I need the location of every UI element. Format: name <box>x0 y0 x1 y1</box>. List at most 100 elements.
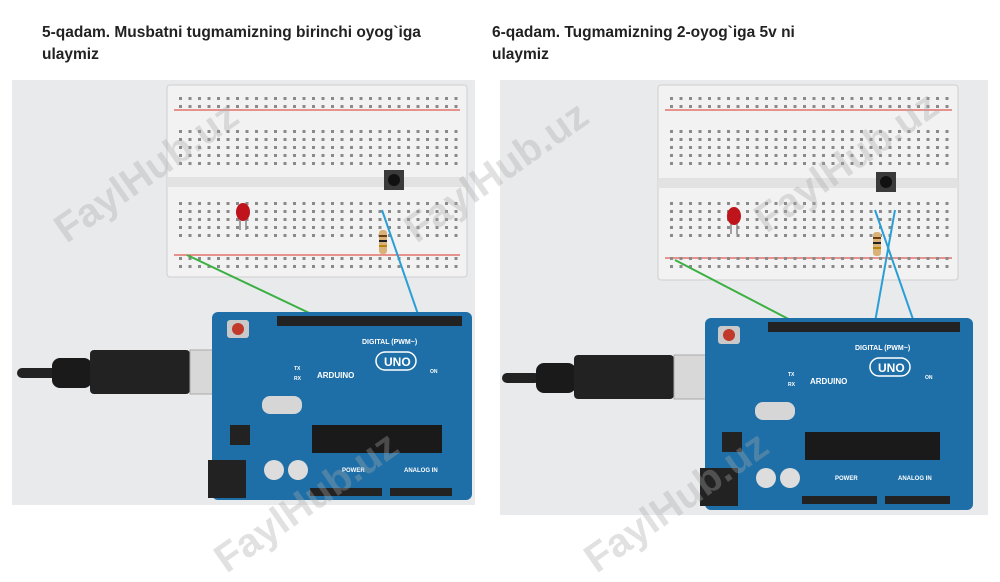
breadboard-hole <box>765 97 768 100</box>
breadboard-hole <box>321 154 325 157</box>
breadboard-hole <box>765 162 768 165</box>
breadboard-hole <box>378 154 382 157</box>
breadboard-hole <box>369 257 372 260</box>
breadboard-hole <box>774 130 778 133</box>
breadboard-hole <box>708 218 711 221</box>
breadboard-hole <box>907 154 911 157</box>
breadboard-hole <box>717 97 721 100</box>
breadboard-hole <box>822 130 825 133</box>
breadboard-hole <box>774 97 778 100</box>
breadboard-hole <box>898 162 901 165</box>
breadboard-hole <box>416 97 420 100</box>
breadboard-hole <box>435 105 439 108</box>
breadboard-hole <box>236 218 239 221</box>
breadboard-hole <box>698 97 702 100</box>
breadboard-hole <box>803 105 806 108</box>
breadboard-hole <box>359 97 363 100</box>
breadboard-hole <box>274 97 277 100</box>
power-label: POWER <box>342 468 365 474</box>
breadboard-hole <box>812 234 816 237</box>
breadboard-hole <box>736 97 740 100</box>
breadboard-hole <box>283 257 287 260</box>
breadboard-hole <box>217 97 220 100</box>
breadboard-hole <box>746 218 749 221</box>
breadboard-hole <box>926 146 930 149</box>
breadboard-hole <box>850 162 854 165</box>
breadboard-hole <box>717 154 721 157</box>
breadboard-hole <box>765 138 768 141</box>
breadboard-hole <box>822 226 825 229</box>
breadboard-hole <box>435 210 439 213</box>
breadboard-hole <box>746 226 749 229</box>
breadboard-hole <box>784 97 787 100</box>
breadboard-hole <box>869 97 873 100</box>
breadboard-hole <box>226 257 230 260</box>
breadboard-hole <box>879 154 882 157</box>
breadboard-hole <box>255 202 258 205</box>
breadboard-hole <box>245 105 249 108</box>
resistor <box>873 232 881 256</box>
breadboard-hole <box>293 202 296 205</box>
breadboard-hole <box>321 234 325 237</box>
breadboard-hole <box>435 146 439 149</box>
breadboard-hole <box>717 210 721 213</box>
breadboard-hole <box>774 105 778 108</box>
breadboard-hole <box>898 210 901 213</box>
breadboard-hole <box>926 257 930 260</box>
breadboard-hole <box>435 202 439 205</box>
breadboard-hole <box>416 234 420 237</box>
breadboard-hole <box>784 138 787 141</box>
breadboard-hole <box>188 97 192 100</box>
breadboard-hole <box>331 202 334 205</box>
breadboard-hole <box>670 154 673 157</box>
breadboard-hole <box>679 154 683 157</box>
breadboard-hole <box>416 226 420 229</box>
breadboard-hole <box>264 138 268 141</box>
pushbutton <box>876 172 896 192</box>
analog-label: ANALOG IN <box>898 476 932 482</box>
breadboard-hole <box>708 154 711 157</box>
breadboard-hole <box>302 257 306 260</box>
breadboard-hole <box>426 97 429 100</box>
breadboard-hole <box>898 257 901 260</box>
breadboard-hole <box>454 138 458 141</box>
breadboard-hole <box>255 257 258 260</box>
breadboard-hole <box>698 210 702 213</box>
breadboard-hole <box>255 97 258 100</box>
breadboard-hole <box>188 138 192 141</box>
breadboard-hole <box>774 162 778 165</box>
breadboard-hole <box>812 257 816 260</box>
breadboard-hole <box>331 162 334 165</box>
breadboard-hole <box>717 202 721 205</box>
breadboard-hole <box>888 130 892 133</box>
breadboard-hole <box>331 146 334 149</box>
breadboard-hole <box>435 257 439 260</box>
breadboard-hole <box>917 257 920 260</box>
breadboard-hole <box>736 202 740 205</box>
uno-label: UNO <box>878 361 905 375</box>
breadboard-hole <box>812 130 816 133</box>
breadboard-hole <box>860 234 863 237</box>
breadboard-hole <box>831 257 835 260</box>
breadboard-hole <box>245 130 249 133</box>
step-6-caption: 6-qadam. Tugmamizning 2-oyog`iga 5v ni u… <box>492 24 795 63</box>
arduino-board: DIGITAL (PWM~) ARDUINO UNO ON TX RX POWE… <box>700 318 973 510</box>
breadboard-hole <box>679 265 683 268</box>
breadboard-hole <box>907 265 911 268</box>
breadboard-hole <box>445 226 448 229</box>
breadboard-hole <box>454 265 458 268</box>
breadboard-hole <box>179 226 182 229</box>
breadboard-hole <box>936 202 939 205</box>
breadboard-hole <box>179 146 182 149</box>
breadboard-hole <box>217 138 220 141</box>
breadboard-hole <box>708 130 711 133</box>
breadboard-hole <box>369 138 372 141</box>
breadboard-hole <box>717 162 721 165</box>
breadboard-hole <box>907 97 911 100</box>
breadboard-hole <box>945 210 949 213</box>
breadboard-hole <box>388 154 391 157</box>
breadboard-hole <box>245 257 249 260</box>
breadboard-hole <box>850 265 854 268</box>
breadboard-hole <box>350 226 353 229</box>
breadboard-hole <box>350 265 353 268</box>
